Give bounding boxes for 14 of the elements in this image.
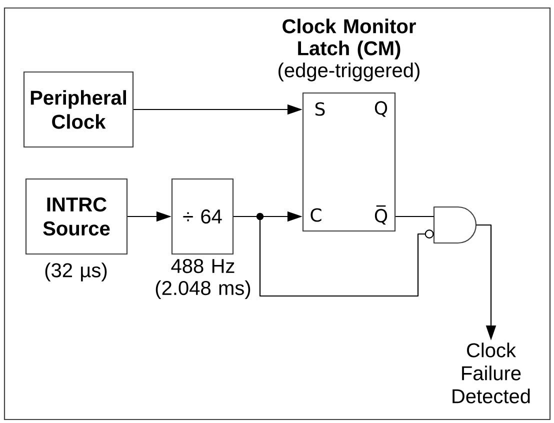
process-box: INTRC Source [25, 178, 128, 255]
pin-label: Q [374, 101, 388, 117]
pin-label: C [310, 208, 322, 222]
latch-subtitle: (edge-triggered) [278, 62, 420, 82]
connector-line [234, 216, 434, 297]
output-label: Clock Failure Detected [452, 342, 530, 404]
process-box: Peripheral Clock [23, 71, 134, 148]
timing-note: (32 µs) [45, 262, 107, 282]
pin-label: S [315, 102, 325, 116]
timing-note: 488 Hz (2.048 ms) [156, 258, 250, 300]
and-gate-symbol [433, 206, 477, 244]
connector-line [396, 216, 434, 218]
latch-title: Clock Monitor Latch (CM) [282, 18, 416, 60]
pin-label: Q̅ [374, 205, 388, 225]
